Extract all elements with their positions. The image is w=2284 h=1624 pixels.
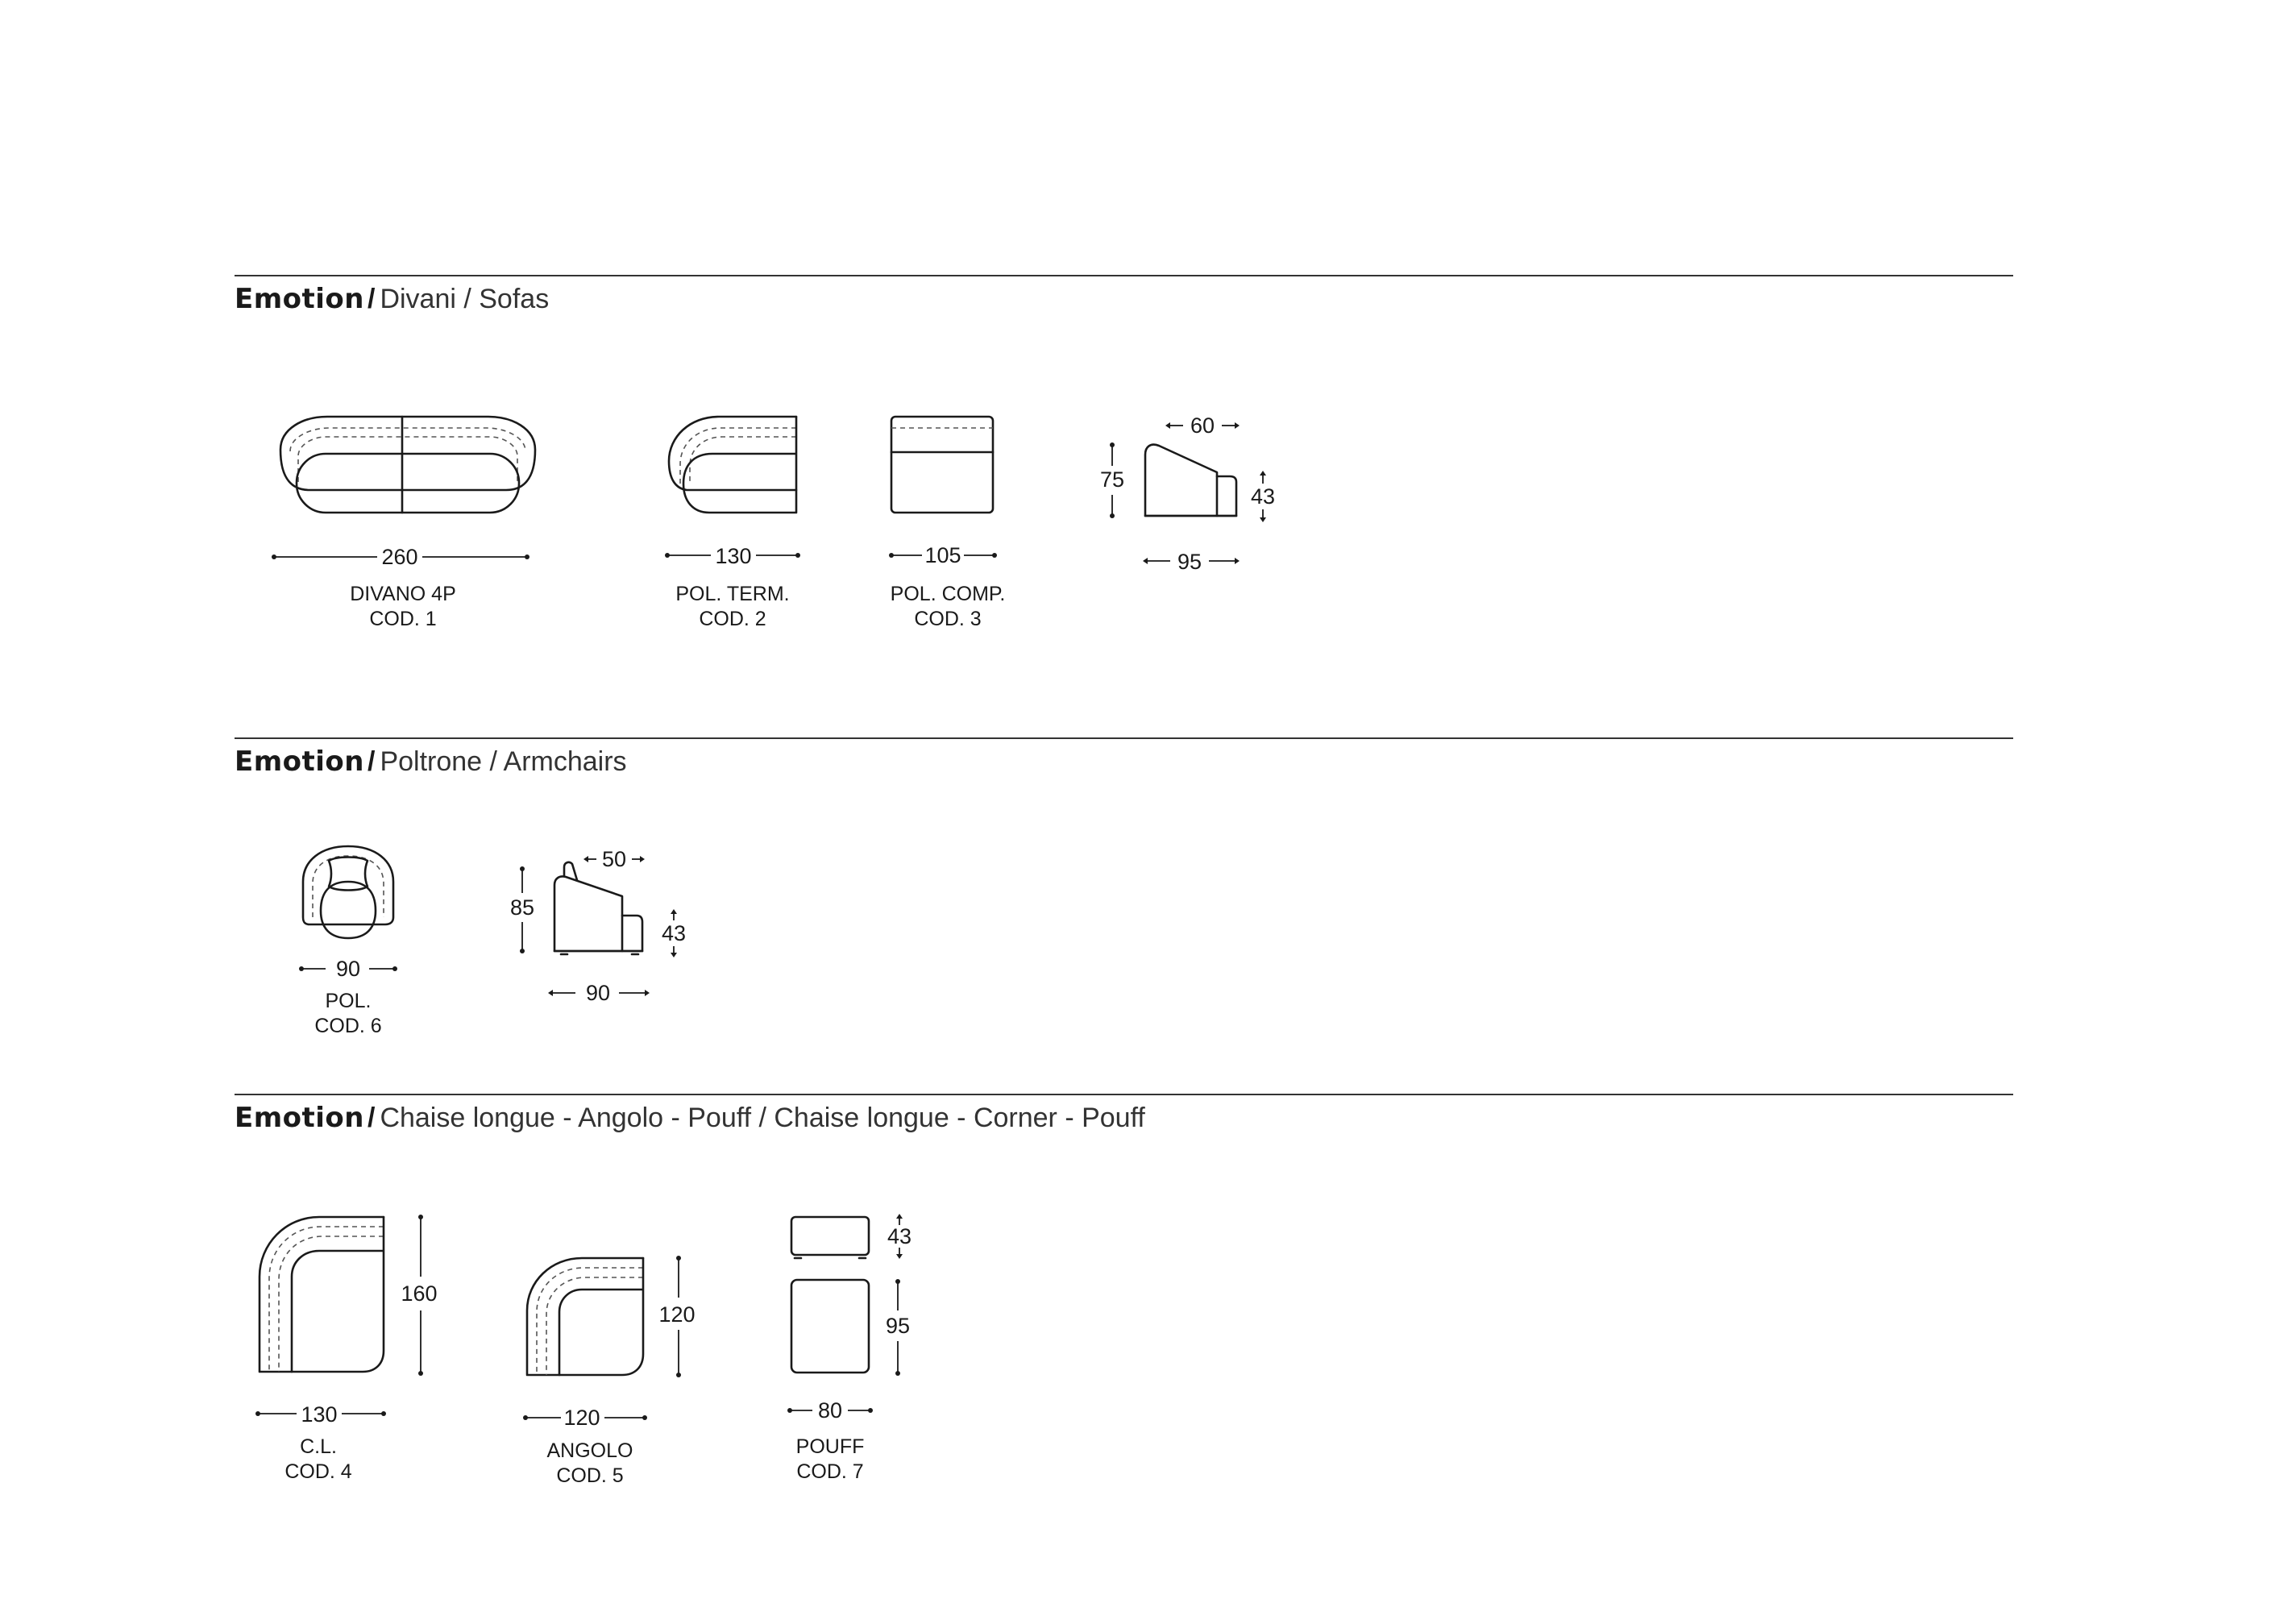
pol-comp-label: POL. COMP. COD. 3 [891, 582, 1006, 632]
item-code: COD. 2 [699, 608, 766, 630]
item-code: COD. 1 [369, 608, 437, 630]
brand-name: Emotion [235, 746, 364, 778]
pol-term-drawing [667, 415, 798, 514]
pouff-height-value: 43 [887, 1224, 912, 1248]
sofa-side-depth-value: 95 [1177, 550, 1202, 574]
pouff-label: POUFF COD. 7 [796, 1435, 865, 1485]
sofa-side-view-drawing [1144, 443, 1238, 517]
sofa-side-seat-depth-value: 60 [1190, 413, 1215, 438]
pouff-width-dimension [787, 1408, 873, 1413]
pouff-height-dimension [896, 1214, 903, 1259]
sofa-side-seat-height-value: 43 [1251, 484, 1275, 509]
angolo-width-dimension [523, 1415, 647, 1420]
cl-length-value: 160 [401, 1281, 437, 1306]
angolo-label: ANGOLO COD. 5 [547, 1439, 633, 1489]
armchair-side-seat-height-dimension [671, 909, 677, 957]
pol-comp-width-value: 105 [924, 543, 961, 567]
section-divider-chaise [235, 1094, 2013, 1095]
item-name: POL. [325, 990, 372, 1012]
item-name: C.L. [300, 1435, 337, 1458]
item-name: POL. COMP. [890, 583, 1006, 605]
item-name: POL. TERM. [675, 583, 790, 605]
section-heading-chaise: Emotion/Chaise longue - Angolo - Pouff /… [235, 1102, 1145, 1134]
pouff-depth-value: 95 [886, 1314, 910, 1338]
sofa-side-depth-dimension [1143, 558, 1240, 564]
angolo-length-value: 120 [658, 1302, 695, 1327]
pol-drawing [301, 845, 395, 940]
item-name: DIVANO 4P [350, 583, 456, 605]
armchair-side-depth-dimension [548, 990, 650, 996]
cl-drawing [258, 1215, 385, 1373]
pol-comp-width-dimension [889, 553, 997, 558]
section-heading-sofas: Emotion/Divani / Sofas [235, 283, 549, 315]
brand-name: Emotion [235, 283, 364, 315]
pol-term-label: POL. TERM. COD. 2 [675, 582, 789, 632]
angolo-width-value: 120 [563, 1406, 600, 1430]
divano-4p-label: DIVANO 4P COD. 1 [350, 582, 456, 632]
item-code: COD. 6 [314, 1015, 382, 1037]
pol-term-width-value: 130 [715, 544, 751, 568]
sofa-side-height-dimension [1110, 442, 1115, 518]
heading-slash: / [367, 746, 376, 777]
pouff-drawing [790, 1215, 870, 1374]
cl-label: C.L. COD. 4 [284, 1435, 351, 1485]
cl-width-dimension [255, 1411, 386, 1416]
armchair-side-height-value: 85 [510, 895, 534, 920]
pol-term-width-dimension [665, 553, 800, 558]
armchair-side-seat-depth-dimension [583, 856, 645, 862]
armchair-side-depth-value: 90 [586, 981, 610, 1005]
cl-width-value: 130 [301, 1402, 337, 1427]
pol-comp-drawing [890, 415, 995, 514]
item-name: ANGOLO [546, 1439, 633, 1462]
angolo-length-dimension [676, 1256, 681, 1377]
cl-length-dimension [418, 1215, 423, 1376]
pol-width-value: 90 [336, 957, 360, 981]
item-code: COD. 4 [284, 1460, 352, 1483]
heading-slash: / [367, 1103, 376, 1133]
section-divider-sofas [235, 275, 2013, 276]
section-subtitle: Chaise longue - Angolo - Pouff / Chaise … [380, 1103, 1145, 1133]
pol-label: POL. COD. 6 [314, 989, 381, 1039]
section-subtitle: Poltrone / Armchairs [380, 746, 627, 777]
divano-4p-width-value: 260 [381, 545, 417, 569]
item-code: COD. 5 [556, 1464, 624, 1487]
armchair-side-view-drawing [553, 861, 644, 956]
armchair-side-height-dimension [520, 866, 525, 953]
item-name: POUFF [795, 1435, 865, 1458]
sofa-side-height-value: 75 [1100, 467, 1124, 492]
section-subtitle: Divani / Sofas [380, 284, 550, 314]
sofa-side-seat-depth-dimension [1165, 422, 1240, 429]
heading-slash: / [367, 284, 376, 314]
armchair-side-seat-depth-value: 50 [602, 847, 626, 871]
pouff-width-value: 80 [818, 1398, 842, 1423]
divano-4p-width-dimension [272, 554, 529, 559]
angolo-drawing [525, 1256, 645, 1377]
section-divider-armchairs [235, 737, 2013, 739]
pol-width-dimension [299, 966, 397, 971]
item-code: COD. 3 [914, 608, 982, 630]
section-heading-armchairs: Emotion/Poltrone / Armchairs [235, 746, 627, 778]
divano-4p-drawing [279, 415, 537, 514]
item-code: COD. 7 [796, 1460, 864, 1483]
armchair-side-seat-height-value: 43 [662, 921, 686, 945]
sofa-side-seat-height-dimension [1260, 471, 1266, 522]
pouff-depth-dimension [895, 1279, 900, 1376]
brand-name: Emotion [235, 1102, 364, 1134]
